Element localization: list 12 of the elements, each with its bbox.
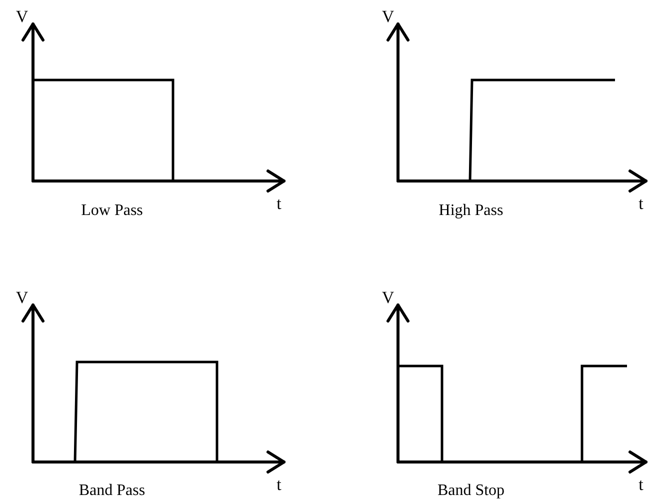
- chart-caption: Band Pass: [78, 483, 146, 499]
- axis-label: V: [382, 289, 394, 306]
- axis-label: t: [276, 476, 282, 493]
- chart-caption: High Pass: [438, 203, 504, 219]
- axis-label: t: [276, 195, 282, 212]
- axis-label: t: [638, 476, 644, 493]
- chart-caption: Low Pass: [81, 203, 143, 219]
- axis-label: t: [638, 195, 644, 212]
- axis-label: V: [382, 8, 394, 25]
- axis-label: V: [16, 289, 28, 306]
- axis-label: V: [16, 8, 28, 25]
- chart-caption: Band Stop: [437, 483, 505, 499]
